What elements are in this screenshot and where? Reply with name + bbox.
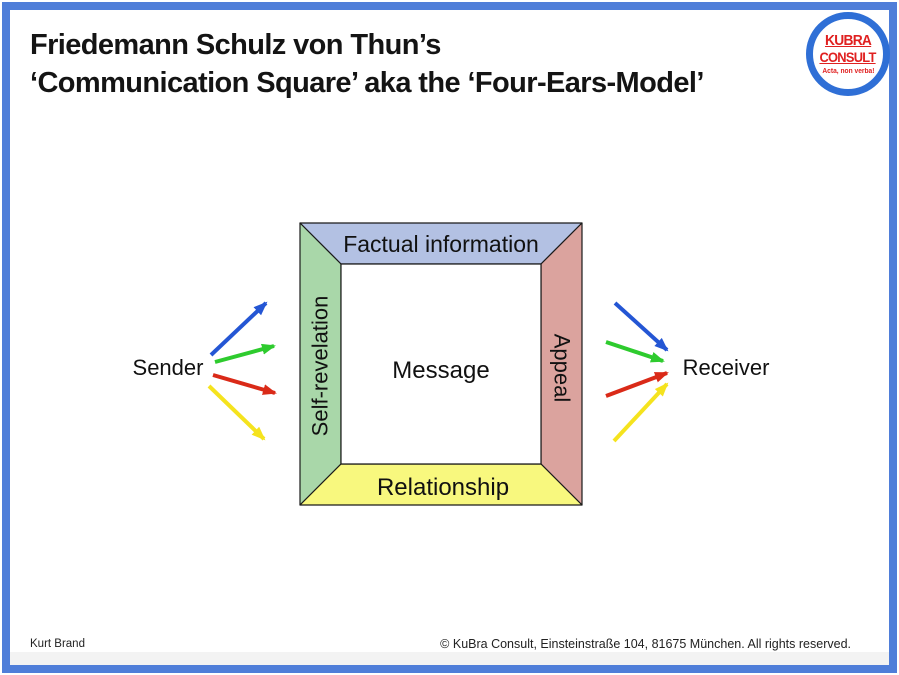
sender-label: Sender bbox=[133, 355, 204, 380]
sender-arrow-blue bbox=[209, 301, 268, 357]
sender-arrow-yellow bbox=[207, 384, 266, 441]
sender-arrow-red bbox=[212, 373, 277, 395]
receiver-arrow-red bbox=[605, 371, 669, 398]
title-line-1: Friedemann Schulz von Thun’s bbox=[30, 29, 441, 61]
self-revelation-label: Self-revelation bbox=[308, 296, 333, 437]
receiver-label: Receiver bbox=[683, 355, 770, 380]
sender-arrow-green bbox=[214, 343, 276, 364]
receiver-arrow-yellow bbox=[612, 382, 669, 443]
receiver-arrow-blue bbox=[613, 301, 669, 352]
relationship-label: Relationship bbox=[377, 474, 509, 501]
title-line-2: ‘Communication Square’ aka the ‘Four-Ear… bbox=[30, 67, 704, 99]
message-square bbox=[340, 263, 542, 465]
logo-text-consult: CONSULT bbox=[819, 49, 877, 65]
logo-text-kubra: KUBRA bbox=[824, 32, 872, 49]
page-title: Friedemann Schulz von Thun’s ‘Communicat… bbox=[30, 26, 704, 102]
footer-copyright: © KuBra Consult, Einsteinstraße 104, 816… bbox=[440, 637, 851, 651]
kubra-consult-logo: KUBRA CONSULT Acta, non verba! bbox=[806, 12, 890, 96]
appeal-label: Appeal bbox=[550, 334, 575, 403]
footer-author: Kurt Brand bbox=[30, 638, 85, 650]
logo-tagline: Acta, non verba! bbox=[821, 68, 875, 75]
factual-information-label: Factual information bbox=[343, 231, 539, 257]
receiver-arrow-green bbox=[605, 340, 665, 363]
message-label: Message bbox=[392, 357, 489, 384]
footer-band bbox=[10, 652, 889, 665]
